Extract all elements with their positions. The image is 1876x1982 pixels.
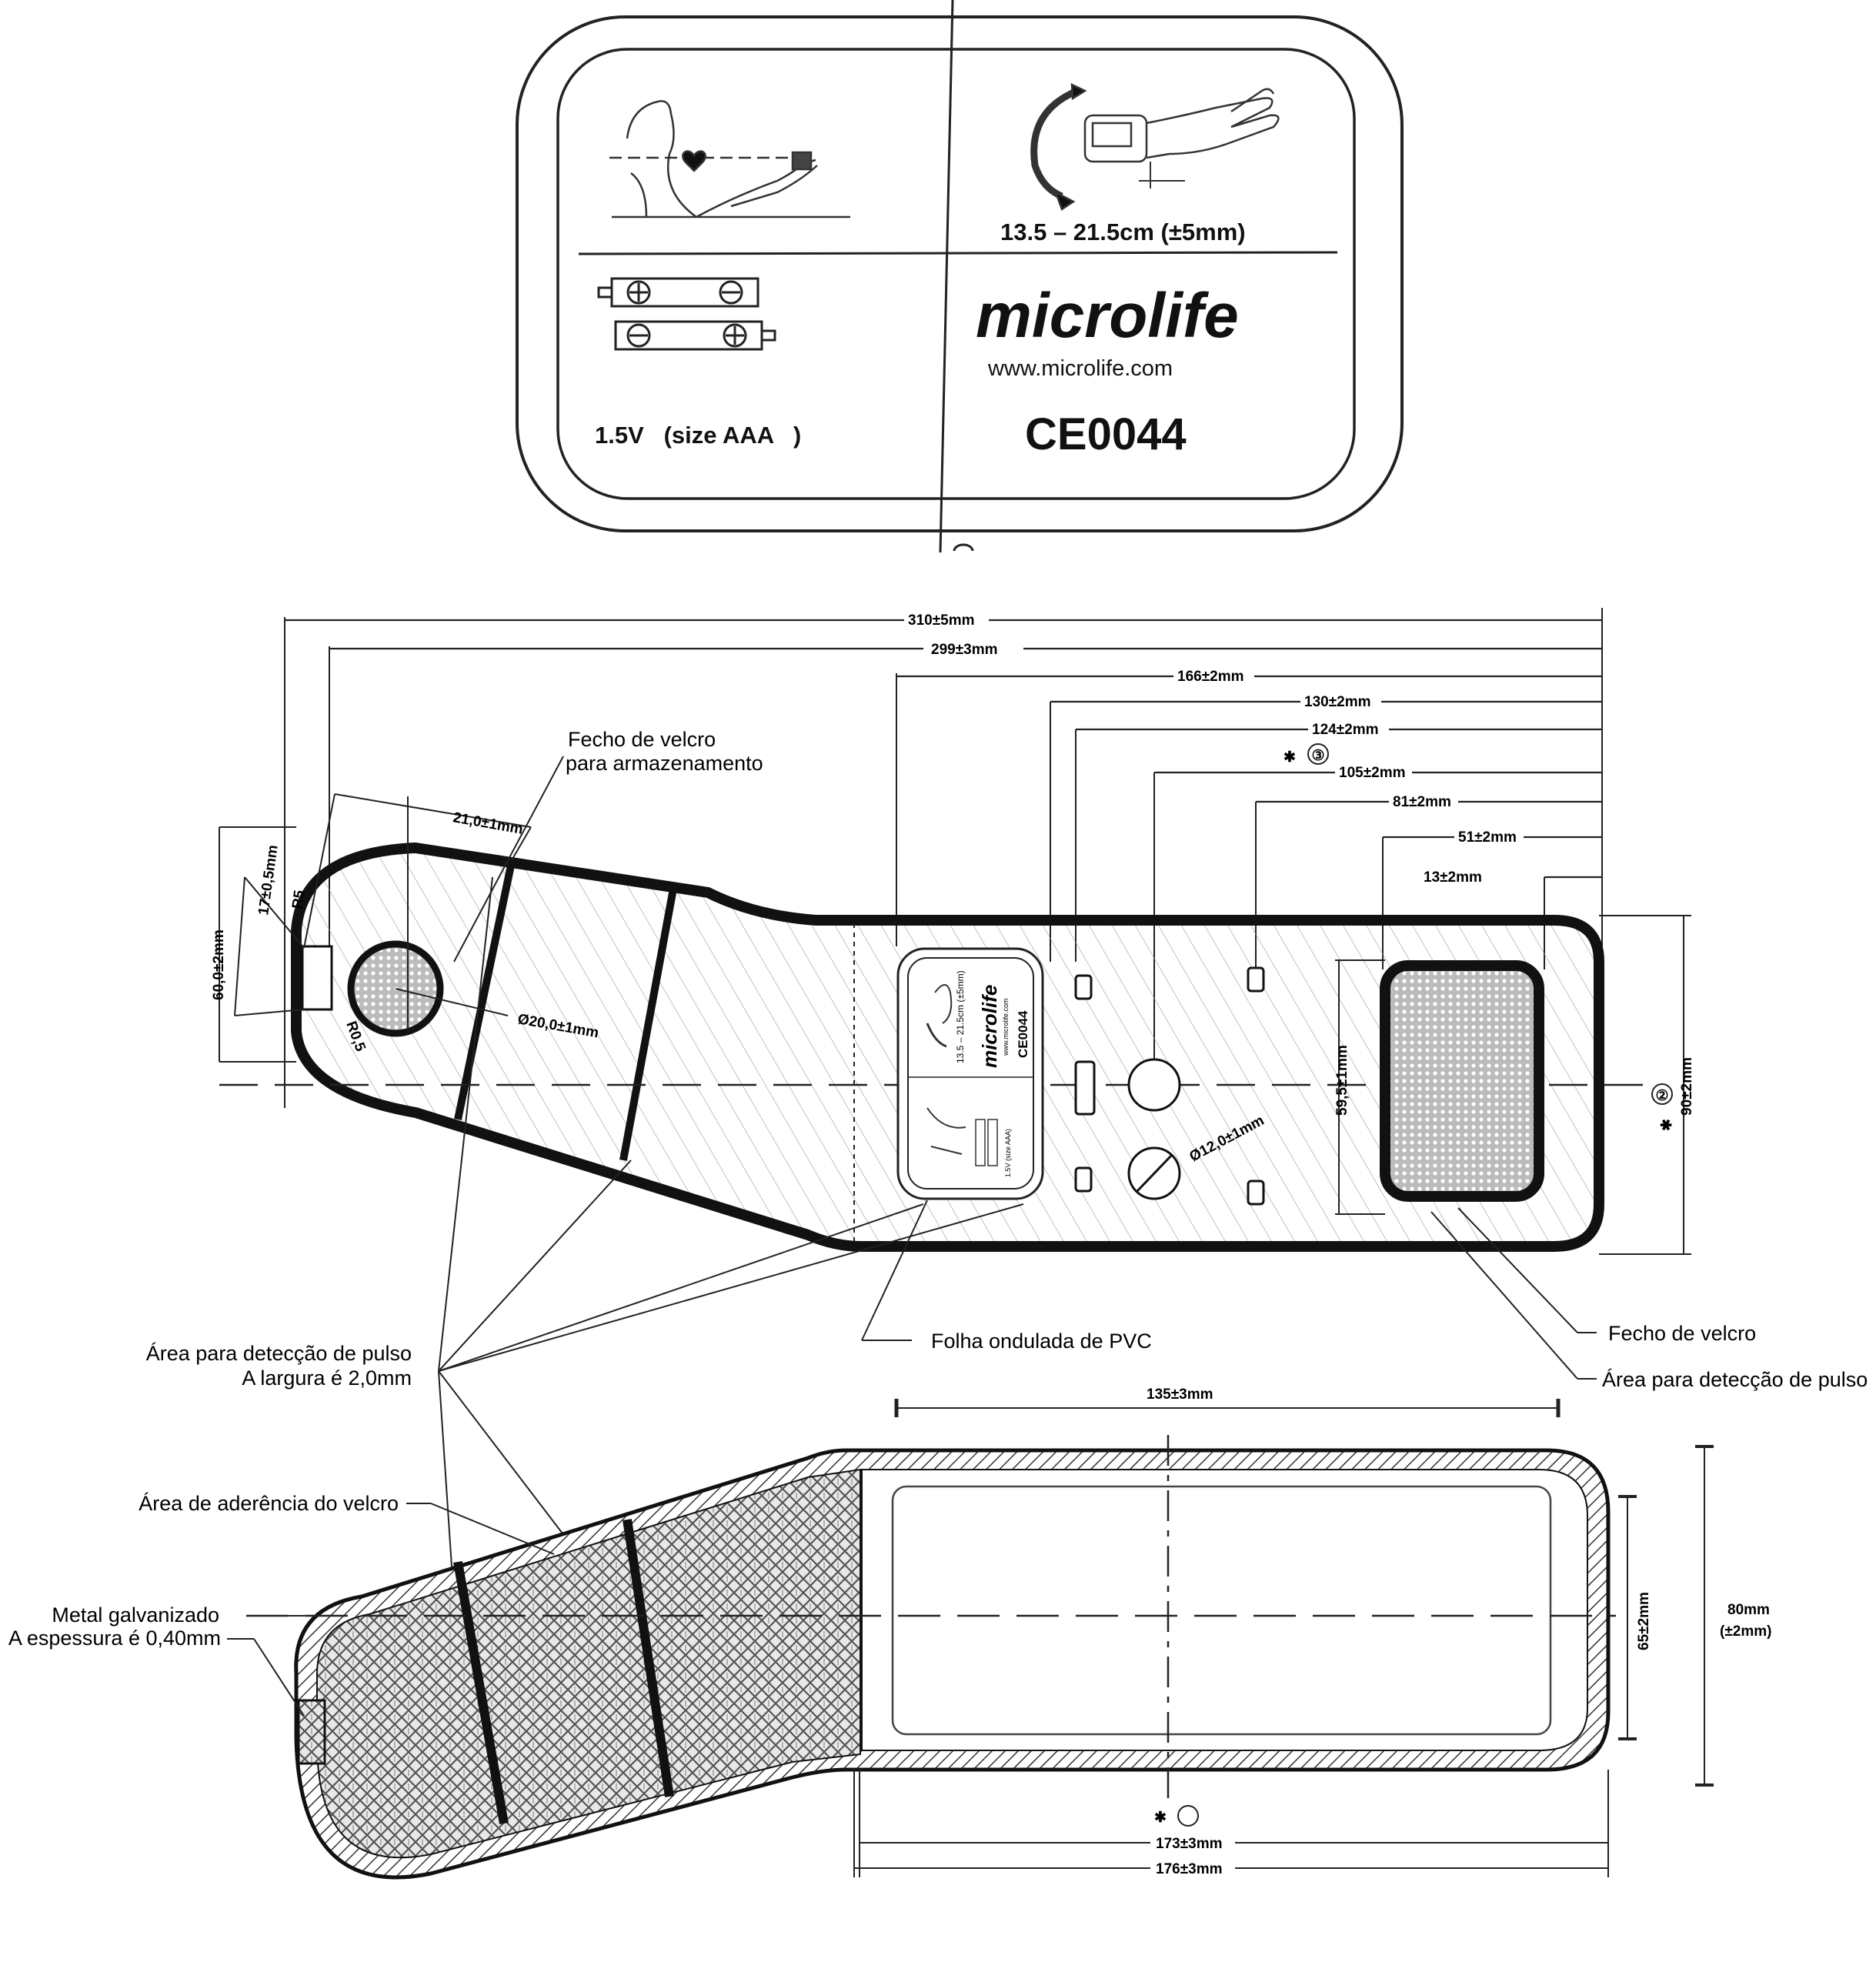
- svg-text:✱: ✱: [1659, 1119, 1675, 1131]
- brand-logo: microlife: [976, 281, 1239, 351]
- svg-text:✱: ✱: [1154, 1810, 1167, 1826]
- svg-text:1.5V (size AAA): 1.5V (size AAA): [1004, 1129, 1012, 1177]
- dim-310: 310±5mm: [908, 612, 974, 629]
- dim-124: 124±2mm: [1312, 722, 1378, 738]
- callout-velcro-closure: Fecho de velcro: [1608, 1322, 1756, 1345]
- dim-81: 81±2mm: [1393, 794, 1451, 810]
- dim-65: 65±2mm: [1636, 1592, 1652, 1650]
- callout-pvc-sheet: Folha ondulada de PVC: [931, 1330, 1152, 1353]
- callout-metal-1: Metal galvanizado: [52, 1603, 219, 1627]
- svg-text:✱: ✱: [1283, 749, 1296, 766]
- callout-metal-2: A espessura é 0,40mm: [8, 1627, 221, 1650]
- metal-galvanized: [297, 1699, 326, 1765]
- dim-176: 176±3mm: [1156, 1861, 1222, 1877]
- svg-text:②: ②: [1655, 1088, 1668, 1104]
- dim-173: 173±3mm: [1156, 1836, 1222, 1852]
- velcro-adhesion-area: [315, 1468, 861, 1859]
- label-panel: 13.5 – 21.5cm (±5mm) 1.5V (size AAA ) mi…: [516, 0, 1404, 553]
- dim-13: 13±2mm: [1424, 869, 1482, 886]
- callout-pulse-area-2: A largura é 2,0mm: [242, 1366, 412, 1390]
- callout-pulse-area-1: Área para detecção de pulso: [146, 1342, 412, 1365]
- pulse-strip-2: [619, 888, 677, 1161]
- mini-label: 13.5 – 21.5cm (±5mm) microlife www.micro…: [896, 947, 1044, 1200]
- pulse-pad: [1380, 960, 1544, 1202]
- pulse-strip-1: [454, 860, 516, 1121]
- callout-velcro-storage-1: Fecho de velcro: [568, 728, 716, 751]
- battery-text: 1.5V (size AAA ): [595, 422, 801, 449]
- svg-text:③: ③: [1311, 748, 1324, 764]
- dim-60: 60,0±2mm: [211, 929, 227, 1000]
- dim-130: 130±2mm: [1304, 694, 1370, 710]
- arm-position-icon: [609, 100, 850, 219]
- dim-80: 80mm: [1727, 1602, 1770, 1618]
- website-text: www.microlife.com: [987, 356, 1173, 381]
- svg-text:microlife: microlife: [978, 985, 1001, 1068]
- battery-icon: [597, 277, 776, 351]
- dim-135: 135±3mm: [1147, 1386, 1213, 1403]
- mark-2: ✱ ②: [1651, 1083, 1675, 1131]
- dim-166: 166±2mm: [1177, 669, 1243, 685]
- callout-velcro-adhesion: Área de aderência do velcro: [139, 1492, 399, 1515]
- dim-r5: R5: [289, 889, 308, 909]
- mark-4: ✱: [1154, 1805, 1199, 1827]
- metal-clip: [301, 945, 333, 1011]
- dim-105: 105±2mm: [1339, 765, 1405, 781]
- mounting-holes: [1074, 966, 1265, 1206]
- callout-pulse-area-right: Área para detecção de pulso: [1602, 1368, 1868, 1391]
- wrist-cuff-icon: [1030, 82, 1280, 211]
- dim-17: 17±0,5mm: [255, 844, 282, 916]
- cuff-front-view: 310±5mm 299±3mm 166±2mm 130±2mm 124±2mm …: [211, 608, 1695, 1255]
- svg-text:www.microlife.com: www.microlife.com: [1002, 998, 1010, 1056]
- svg-text:CE0044: CE0044: [1016, 1010, 1030, 1058]
- dim-299: 299±3mm: [931, 642, 997, 658]
- mark-3: ✱ ③: [1283, 743, 1329, 766]
- cuff-back-view: 135±3mm 65±2mm 80mm (±2mm): [246, 1386, 1771, 1880]
- size-range-text: 13.5 – 21.5cm (±5mm): [1000, 219, 1246, 245]
- dim-51: 51±2mm: [1458, 829, 1517, 846]
- callout-velcro-storage-2: para armazenamento: [566, 752, 763, 775]
- ce-mark: CE0044: [1025, 409, 1187, 459]
- dim-21: 21,0±1mm: [452, 809, 524, 838]
- dim-80-tol: (±2mm): [1720, 1623, 1771, 1640]
- dim-59: 59,5±1mm: [1334, 1045, 1350, 1116]
- svg-text:13.5 – 21.5cm (±5mm): 13.5 – 21.5cm (±5mm): [955, 970, 966, 1063]
- dim-90: 90±2mm: [1679, 1057, 1695, 1116]
